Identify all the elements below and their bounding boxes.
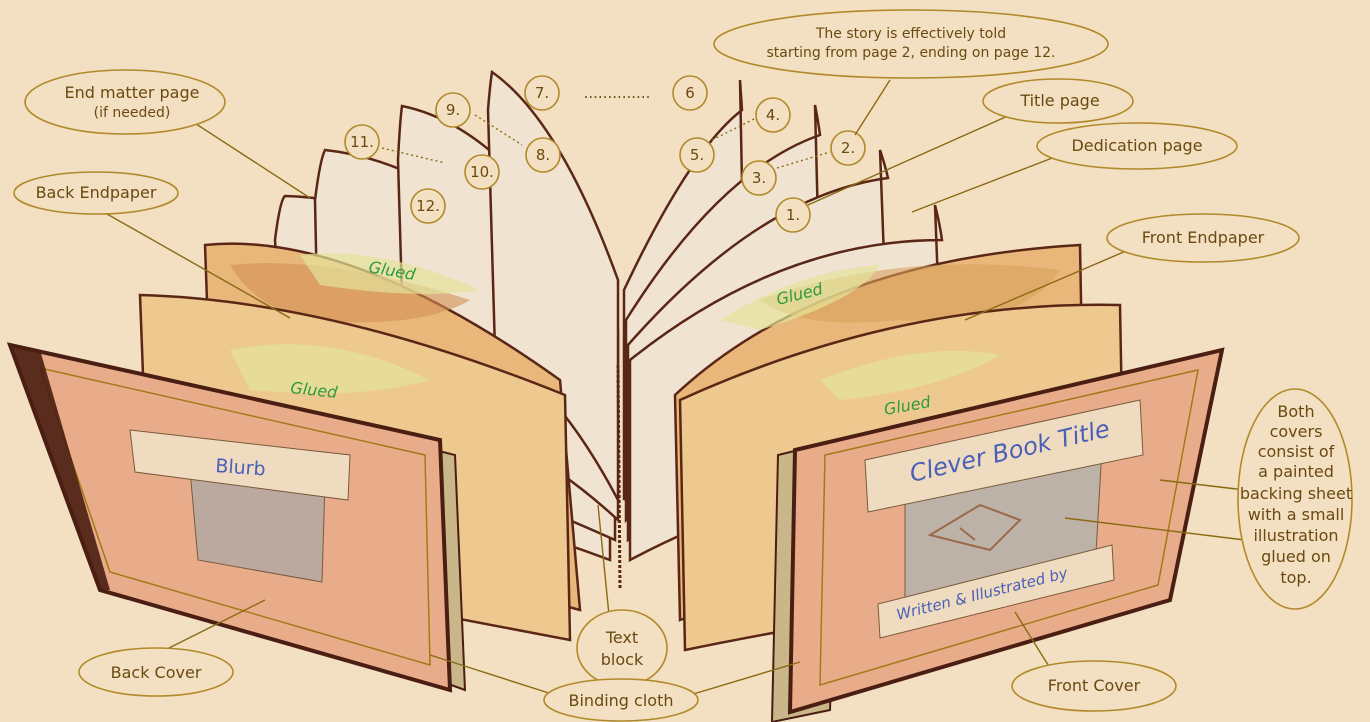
leader-end-matter — [190, 120, 310, 198]
callout-back-endpaper: Back Endpaper — [14, 172, 178, 214]
svg-text:The story is effectively told: The story is effectively told — [815, 26, 1006, 42]
svg-text:illustration: illustration — [1253, 526, 1338, 545]
page-number-2: 2. — [841, 139, 855, 157]
callout-title-page: Title page — [983, 79, 1133, 123]
svg-text:Front Endpaper: Front Endpaper — [1142, 228, 1265, 247]
svg-text:Both: Both — [1277, 402, 1314, 421]
leader-dedication — [912, 155, 1060, 212]
svg-text:consist of: consist of — [1258, 442, 1335, 461]
svg-text:a painted: a painted — [1258, 462, 1334, 481]
callout-front-cover: Front Cover — [1012, 661, 1176, 711]
callout-binding-cloth: Binding cloth — [544, 679, 698, 721]
svg-text:End matter page: End matter page — [65, 83, 200, 102]
callout-front-endpaper: Front Endpaper — [1107, 214, 1299, 262]
page-number-5: 5. — [690, 146, 704, 164]
page-number-9: 9. — [446, 101, 460, 119]
page-number-11: 11. — [350, 133, 374, 151]
svg-text:backing sheet: backing sheet — [1240, 484, 1352, 503]
svg-text:covers: covers — [1270, 422, 1323, 441]
page-number-6: 6 — [685, 84, 695, 102]
callout-end-matter: End matter page (if needed) — [25, 70, 225, 134]
svg-text:with a small: with a small — [1248, 505, 1345, 524]
callout-back-cover: Back Cover — [79, 648, 233, 696]
page-number-1: 1. — [786, 206, 800, 224]
page-number-7: 7. — [535, 84, 549, 102]
svg-text:Back Cover: Back Cover — [111, 663, 202, 682]
svg-text:top.: top. — [1280, 568, 1311, 587]
callout-story: The story is effectively told starting f… — [714, 10, 1108, 78]
svg-text:glued on: glued on — [1261, 547, 1331, 566]
leader-story — [855, 80, 890, 135]
blurb-text: Blurb — [215, 455, 267, 480]
svg-text:Title page: Title page — [1019, 91, 1099, 110]
page-number-3: 3. — [752, 169, 766, 187]
svg-text:Back Endpaper: Back Endpaper — [36, 183, 157, 202]
page-number-12: 12. — [416, 197, 440, 215]
pages-ellipsis: .............. — [584, 84, 651, 102]
svg-text:Text: Text — [605, 628, 638, 647]
svg-text:Binding cloth: Binding cloth — [569, 691, 674, 710]
callout-both-covers: Both covers consist of a painted backing… — [1238, 389, 1352, 609]
page-number-10: 10. — [470, 163, 494, 181]
svg-text:Dedication page: Dedication page — [1071, 136, 1202, 155]
page-number-8: 8. — [536, 146, 550, 164]
callout-dedication-page: Dedication page — [1037, 123, 1237, 169]
svg-text:block: block — [601, 650, 644, 669]
svg-text:(if needed): (if needed) — [94, 105, 171, 121]
callout-text-block: Text block — [577, 610, 667, 686]
svg-text:Front Cover: Front Cover — [1048, 676, 1141, 695]
page-number-4: 4. — [766, 106, 780, 124]
svg-text:starting from page 2, ending o: starting from page 2, ending on page 12. — [766, 45, 1055, 61]
